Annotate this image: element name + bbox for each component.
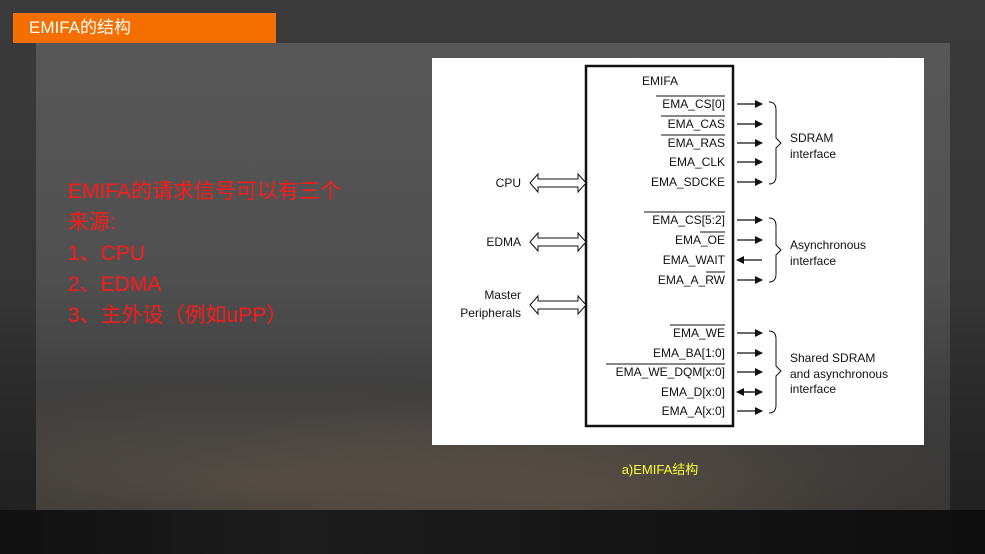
signal-ema-we-dqm: EMA_WE_DQM[x:0] xyxy=(616,365,725,379)
sdram-group-label-2: interface xyxy=(790,147,836,161)
source-item-master: 3、主外设（例如uPP） xyxy=(68,304,288,327)
footer-band xyxy=(0,510,985,554)
source-item-cpu: 1、CPU xyxy=(68,242,146,265)
shared-group-brace xyxy=(768,330,782,414)
master-label-1: Master xyxy=(484,288,521,302)
shared-group-label-3: interface xyxy=(790,382,836,396)
shared-group-label-2: and asynchronous xyxy=(790,367,888,381)
signal-ema-ba: EMA_BA[1:0] xyxy=(653,346,725,360)
signal-ema-a-rw: EMA_A_RW xyxy=(658,273,726,287)
master-bus-arrow xyxy=(529,294,587,316)
signal-ema-oe: EMA_OE xyxy=(675,233,725,247)
signal-ema-cs52: EMA_CS[5:2] xyxy=(652,213,725,227)
cpu-label: CPU xyxy=(496,176,521,190)
master-label-2: Peripherals xyxy=(460,306,521,320)
signal-ema-wait: EMA_WAIT xyxy=(663,253,726,267)
sdram-group-label-1: SDRAM xyxy=(790,131,833,145)
cpu-bus-arrow xyxy=(529,172,587,194)
async-group-label-2: interface xyxy=(790,254,836,268)
emifa-block-diagram: EMIFA CPU EDMA Master Peripherals EMA_CS… xyxy=(432,58,924,445)
async-group-brace xyxy=(768,217,782,283)
signal-ema-a: EMA_A[x:0] xyxy=(662,404,725,418)
slide-title: EMIFA的结构 xyxy=(13,13,276,43)
intro-line-1: EMIFA的请求信号可以有三个 xyxy=(68,180,342,203)
sdram-group-brace xyxy=(768,101,782,185)
signal-ema-cs0: EMA_CS[0] xyxy=(662,97,725,111)
emifa-block-label: EMIFA xyxy=(642,74,678,88)
signal-ema-ras: EMA_RAS xyxy=(668,136,725,150)
diagram-caption: a)EMIFA结构 xyxy=(621,462,699,477)
signal-ema-d: EMA_D[x:0] xyxy=(661,385,725,399)
request-sources-text: EMIFA的请求信号可以有三个 来源: 1、CPU 2、EDMA 3、主外设（例… xyxy=(68,176,398,331)
signal-ema-cas: EMA_CAS xyxy=(668,117,725,131)
intro-line-2: 来源: xyxy=(68,211,116,234)
source-item-edma: 2、EDMA xyxy=(68,273,162,296)
signal-ema-we: EMA_WE xyxy=(673,326,725,340)
edma-bus-arrow xyxy=(529,231,587,253)
emifa-block xyxy=(584,64,735,428)
async-group-label-1: Asynchronous xyxy=(790,238,866,252)
signal-ema-clk: EMA_CLK xyxy=(669,155,725,169)
edma-label: EDMA xyxy=(486,235,521,249)
shared-group-label-1: Shared SDRAM xyxy=(790,351,875,365)
signal-ema-sdcke: EMA_SDCKE xyxy=(651,175,725,189)
